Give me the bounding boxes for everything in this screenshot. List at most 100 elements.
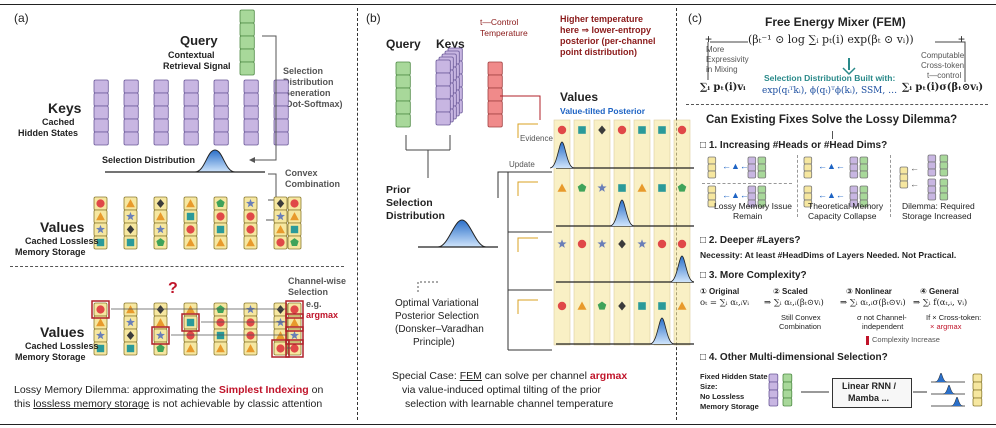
q3-note3b: independent — [862, 322, 904, 331]
mini-vector-cell — [757, 156, 767, 165]
result-highlight — [285, 313, 304, 332]
mini-vector-cell — [757, 163, 767, 172]
temperature-vector-cell — [487, 113, 503, 128]
q4-output — [972, 373, 983, 407]
triangle-symbol — [186, 199, 195, 208]
mini-vector — [803, 156, 813, 179]
square-symbol — [126, 344, 135, 353]
value-column-bg — [653, 119, 671, 346]
special-case-line3: selection with learnable channel tempera… — [405, 398, 614, 410]
q3-complexity: Complexity Increase — [872, 335, 940, 344]
fem-formula: (βₜ⁻¹ ⊙ log ∑ᵢ pₜ(i) exp(βₜ ⊙ vᵢ)) — [748, 33, 914, 46]
panel-b-graphics — [395, 47, 695, 351]
q2-text: Necessity: At least #HeadDims of Layers … — [700, 250, 957, 260]
square-symbol — [638, 302, 646, 310]
query-b-vector-cell — [395, 61, 411, 76]
arrow-glyph: ←▲← — [722, 161, 749, 171]
key-vector-cell — [123, 131, 139, 146]
query-b-vector-cell — [395, 74, 411, 89]
value-vector — [153, 196, 168, 250]
square-symbol — [638, 126, 646, 134]
q3-eq3: ⇒ ∑ᵢ αₜ,ᵢσ(βₜ⊙vᵢ) — [840, 298, 906, 308]
square-symbol — [96, 344, 105, 353]
prior-curve — [437, 219, 487, 248]
triangle-symbol — [156, 318, 165, 327]
diamond-symbol — [276, 199, 285, 208]
pentagon-symbol — [216, 199, 225, 208]
mini-vector-cell — [939, 178, 949, 187]
mini-vector-cell — [803, 199, 813, 208]
q3-step1: ① Original — [700, 287, 740, 296]
temperature-vector-cell — [487, 87, 503, 102]
q3-eq4: ⇒ ∑ᵢ f(αₜ,ᵢ, vᵢ) — [913, 298, 968, 308]
prior-1: Prior — [386, 184, 411, 196]
star-symbol — [290, 330, 299, 340]
q4-peak — [934, 372, 948, 383]
selection-highlight — [271, 339, 290, 358]
mini-vector-cell — [849, 170, 859, 179]
circle-symbol — [617, 125, 627, 135]
optimal-pointer — [417, 281, 438, 294]
q4-output-cell — [972, 373, 983, 383]
key-b-layer-cell — [435, 72, 451, 87]
mini-vector — [849, 185, 859, 208]
question-title: Can Existing Fixes Solve the Lossy Dilem… — [706, 114, 958, 126]
square-symbol — [290, 225, 299, 234]
values-grid-top — [93, 196, 302, 250]
square-symbol — [126, 238, 135, 247]
query-b-vector-cell — [395, 113, 411, 128]
circle-symbol — [290, 344, 299, 353]
circle-symbol — [276, 344, 285, 353]
q4-query-cell — [782, 381, 793, 391]
posterior-peak — [609, 199, 635, 227]
value-column-bg — [553, 119, 571, 346]
square-symbol — [216, 225, 225, 234]
q3-note4b: × argmax — [930, 322, 962, 331]
triangle-symbol — [276, 225, 285, 234]
q4-query-cell — [782, 373, 793, 383]
q3-heading: □ 3. More Complexity? — [700, 270, 807, 281]
keys-sub2: Hidden States — [18, 128, 79, 138]
mini-vector-cell — [859, 170, 869, 179]
values-title: Values — [40, 219, 85, 235]
key-vector-cell — [93, 131, 109, 146]
key-vector — [243, 79, 259, 146]
pentagon-symbol — [156, 344, 165, 353]
q4-box-line1: Linear RNN / — [842, 381, 897, 391]
values-grid-bottom — [91, 300, 304, 358]
channel-wise-1: Channel-wise — [288, 276, 347, 286]
mini-vector-cell — [803, 170, 813, 179]
key-vector — [123, 79, 139, 146]
values-sub2: Memory Storage — [15, 247, 86, 257]
temp-arrow — [500, 95, 541, 120]
mini-vector — [757, 156, 767, 179]
q4-key-cell — [768, 397, 779, 407]
mini-vector-cell — [927, 161, 937, 170]
evidence-arrow — [517, 237, 538, 252]
key-b-layer-cell — [435, 59, 451, 74]
mini-vector — [899, 166, 909, 189]
value-vector — [273, 196, 288, 250]
values-sub1: Cached Lossless — [25, 236, 99, 246]
arrow-glyph: ←▲← — [818, 190, 845, 200]
circle-symbol — [96, 199, 105, 208]
keys-b: Keys — [436, 37, 465, 51]
value-tilted-label: Value-tilted Posterior — [560, 106, 646, 116]
triangle-symbol — [96, 212, 105, 221]
mini-vector-cell — [927, 185, 937, 194]
q4-graphics — [768, 372, 983, 407]
value-vector — [93, 196, 108, 250]
panel-a-hdash — [10, 266, 344, 267]
mini-vector — [747, 156, 757, 179]
mini-vector-cell — [803, 163, 813, 172]
mini-vector-cell — [899, 173, 909, 182]
complexity-bar — [866, 336, 869, 345]
mini-vector-cell — [859, 199, 869, 208]
q3-note2a: Still Convex — [781, 313, 821, 322]
divider-ab — [357, 8, 358, 420]
mini-vector-cell — [803, 185, 813, 194]
q4-key-cell — [768, 389, 779, 399]
circle-symbol — [246, 212, 255, 221]
circle-symbol — [657, 239, 667, 249]
circle-symbol — [677, 125, 687, 135]
